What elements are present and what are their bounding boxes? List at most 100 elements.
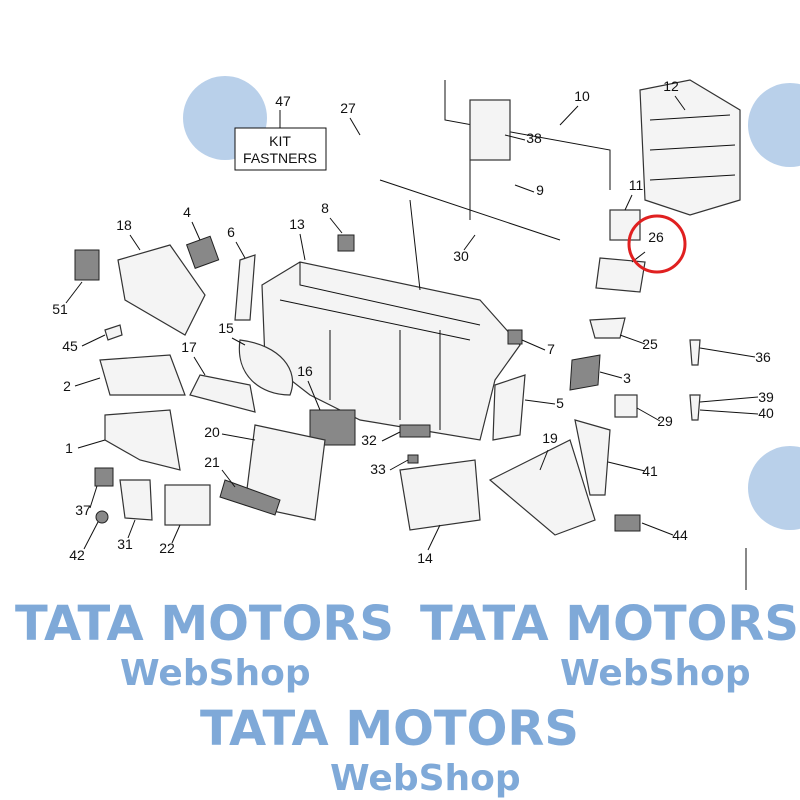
callout-number-7[interactable]: 7 [547,341,555,357]
leader-line [699,396,759,403]
callout-number-6[interactable]: 6 [227,224,235,240]
screw-36[interactable] [689,339,701,366]
callout-number-45[interactable]: 45 [62,338,78,354]
airbag-module-26[interactable] [595,257,646,293]
callout-number-19[interactable]: 19 [542,430,558,446]
callout-number-41[interactable]: 41 [642,463,658,479]
part-8[interactable] [337,234,355,252]
highlight-circle [627,214,687,274]
callout-number-5[interactable]: 5 [556,395,564,411]
watermark-layer: TATA MOTORS WebShop TATA MOTORS WebShop … [15,76,800,799]
callout-number-32[interactable]: 32 [361,432,377,448]
part-5[interactable] [492,374,526,441]
leader-line [699,347,756,358]
callout-number-44[interactable]: 44 [672,527,688,543]
callout-number-36[interactable]: 36 [755,349,771,365]
bracket-25[interactable] [589,317,626,339]
callout-number-40[interactable]: 40 [758,405,774,421]
callout-number-12[interactable]: 12 [663,78,679,94]
panel-22[interactable] [164,484,211,526]
callout-number-30[interactable]: 30 [453,248,469,264]
duct-41[interactable] [574,419,611,496]
leader-line [389,459,409,471]
callout-number-33[interactable]: 33 [370,461,386,477]
part-15[interactable] [238,339,294,396]
callout-number-22[interactable]: 22 [159,540,175,556]
callout-number-14[interactable]: 14 [417,550,433,566]
leader-line [521,339,546,351]
panel-detail [279,262,481,430]
callout-number-9[interactable]: 9 [536,182,544,198]
callout-number-37[interactable]: 37 [75,502,91,518]
watermark-sub: WebShop [330,758,521,799]
callout-number-25[interactable]: 25 [642,336,658,352]
callout-number-2[interactable]: 2 [63,378,71,394]
steering-column-2[interactable] [99,354,186,396]
part-45[interactable] [104,324,123,341]
part-51[interactable] [74,249,100,281]
leader-line [641,522,674,536]
callout-number-51[interactable]: 51 [52,301,68,317]
callout-number-8[interactable]: 8 [321,200,329,216]
vent-4[interactable] [185,235,220,269]
part-18[interactable] [117,244,206,336]
part-32[interactable] [399,424,431,438]
callout-number-15[interactable]: 15 [218,320,234,336]
part-42[interactable] [95,510,109,524]
leader-line [636,407,661,422]
leader-line [599,371,623,379]
part-29[interactable] [614,394,638,418]
callout-number-1[interactable]: 1 [65,440,73,456]
part-6[interactable] [234,254,256,321]
vent-3[interactable] [569,354,601,391]
screw-39-40[interactable] [689,394,701,421]
callout-number-29[interactable]: 29 [657,413,673,429]
leader-line [221,469,236,488]
part-16[interactable] [309,409,356,446]
callout-number-21[interactable]: 21 [204,454,220,470]
highlighted-callout-26[interactable]: 26 [627,214,687,274]
part-21[interactable] [219,479,281,516]
callout-number-31[interactable]: 31 [117,536,133,552]
leader-line [129,234,141,251]
leader-line [127,519,136,539]
callout-number-11[interactable]: 11 [629,177,644,193]
kit-label-line1: KIT [269,133,291,149]
watermark-brand: TATA MOTORS [15,596,394,652]
part-1[interactable] [104,409,181,471]
glovebox-14[interactable] [399,459,481,531]
callout-number-16[interactable]: 16 [297,363,313,379]
callout-number-39[interactable]: 39 [758,389,774,405]
part-37[interactable] [94,467,114,487]
leader-line [504,134,526,141]
part-17[interactable] [189,374,256,413]
leader-line [65,281,83,304]
callout-number-20[interactable]: 20 [204,424,220,440]
part-31[interactable] [119,479,153,521]
callout-number-17[interactable]: 17 [181,339,197,355]
part-11[interactable] [609,209,641,241]
callout-number-10[interactable]: 10 [574,88,590,104]
part-33[interactable] [407,454,419,464]
callout-number-4[interactable]: 4 [183,204,191,220]
hvac-detail [649,114,736,181]
callout-number: 26 [648,229,664,245]
panel-19[interactable] [488,439,596,536]
callout-number-3[interactable]: 3 [623,370,631,386]
leader-line [83,521,99,550]
cross-car-beam-bracket[interactable] [469,99,511,161]
leader-line [191,221,201,241]
callout-number-42[interactable]: 42 [69,547,85,563]
part-44[interactable] [614,514,641,532]
instrument-panel[interactable] [261,261,521,441]
callout-number-38[interactable]: 38 [526,130,542,146]
leader-line [624,194,633,211]
callout-number-27[interactable]: 27 [340,100,356,116]
leader-line [77,439,106,449]
leader-line [349,117,361,136]
part-7[interactable] [507,329,523,345]
callout-number-18[interactable]: 18 [116,217,132,233]
callout-number-13[interactable]: 13 [289,216,305,232]
